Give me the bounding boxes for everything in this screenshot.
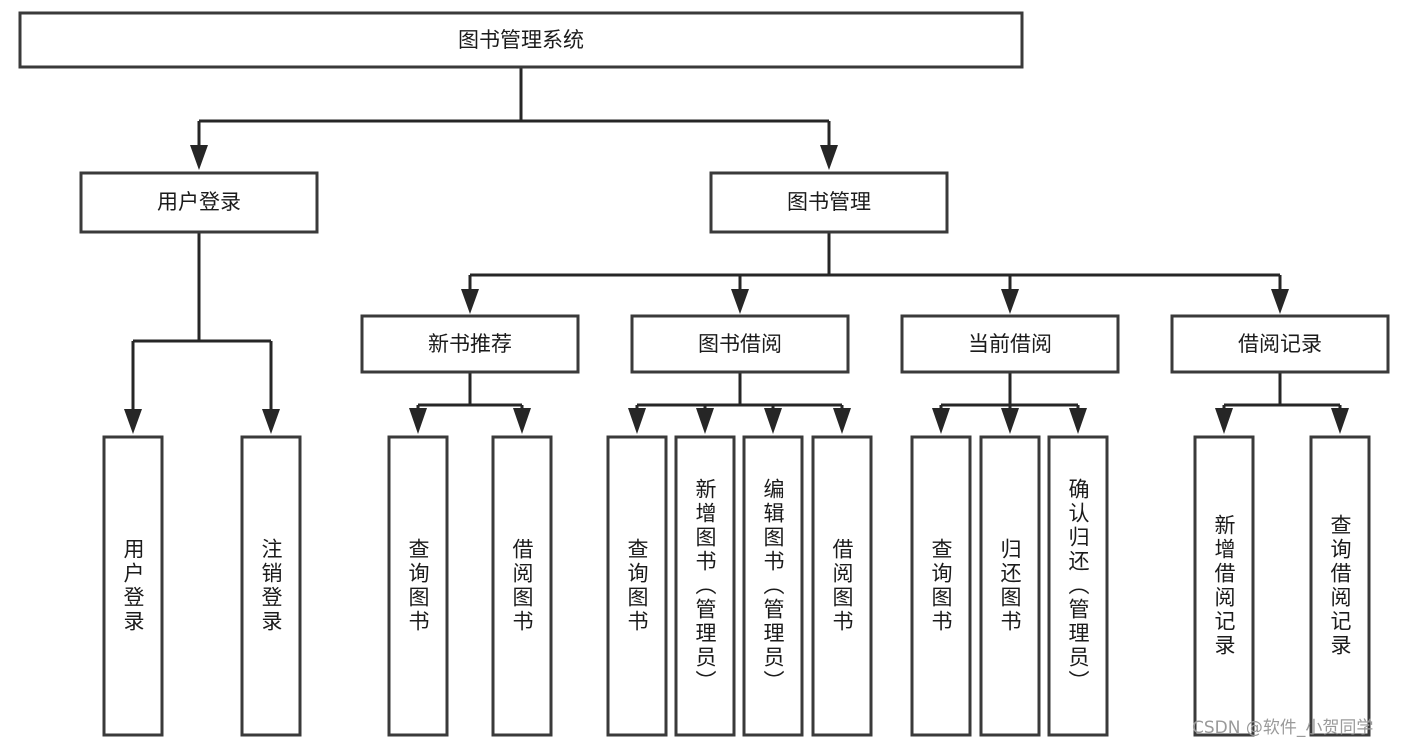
node-leaf-query-book-rec-box[interactable]: [387, 435, 449, 737]
node-leaf-user-login-box[interactable]: [102, 435, 164, 737]
node-book-borrow-box[interactable]: [630, 314, 850, 374]
arrowhead-bb-leaf2: [696, 408, 714, 434]
node-leaf-query-book-cur-label: 查询图书: [929, 538, 953, 634]
node-leaf-confirm-return[interactable]: 确认归还（管理员）: [1047, 435, 1109, 737]
node-book-manage-box[interactable]: [709, 171, 949, 234]
arrowhead-root-to-bookmanage: [820, 145, 838, 170]
node-current-borrow-label: 当前借阅: [968, 332, 1052, 356]
connector-group-bookborrow: [628, 372, 851, 434]
arrowhead-bb-leaf4: [833, 408, 851, 434]
node-leaf-query-record-box[interactable]: [1309, 435, 1371, 737]
arrowhead-nbr-leaf2: [513, 408, 531, 434]
node-current-borrow-box[interactable]: [900, 314, 1120, 374]
arrowhead-root-to-userlogin: [190, 145, 208, 170]
node-current-borrow[interactable]: 当前借阅: [900, 314, 1120, 374]
arrowhead-userlogin-leaf2: [262, 409, 280, 434]
node-leaf-return-book-label: 归还图书: [998, 538, 1022, 634]
arrowhead-cb-leaf1: [932, 408, 950, 434]
connector-group-currentborrow: [932, 372, 1087, 434]
node-leaf-borrow-book-rec[interactable]: 借阅图书: [491, 435, 553, 737]
node-leaf-borrow-book-rec-box[interactable]: [491, 435, 553, 737]
node-borrow-record-label: 借阅记录: [1238, 332, 1322, 356]
node-leaf-user-logout[interactable]: 注销登录: [240, 435, 302, 737]
node-leaf-borrow-book[interactable]: 借阅图书: [811, 435, 873, 737]
node-leaf-user-login[interactable]: 用户登录: [102, 435, 164, 737]
node-root[interactable]: 图书管理系统: [18, 11, 1024, 69]
arrowhead-cb-leaf2: [1001, 408, 1019, 434]
connector-group-bookmanage: [461, 232, 1289, 314]
node-leaf-query-book-rec-label: 查询图书: [406, 538, 430, 634]
arrowhead-br-leaf2: [1331, 408, 1349, 434]
node-book-borrow[interactable]: 图书借阅: [630, 314, 850, 374]
node-leaf-query-book-borrow[interactable]: 查询图书: [606, 435, 668, 737]
arrowhead-bb-leaf3: [764, 408, 782, 434]
node-leaf-query-book-borrow-box[interactable]: [606, 435, 668, 737]
node-leaf-return-book[interactable]: 归还图书: [979, 435, 1041, 737]
node-borrow-record[interactable]: 借阅记录: [1170, 314, 1390, 374]
node-leaf-add-book[interactable]: 新增图书（管理员）: [674, 435, 736, 737]
node-leaf-add-record[interactable]: 新增借阅记录: [1193, 435, 1255, 737]
connector-group-newbookrec: [409, 372, 531, 434]
node-leaf-edit-book-box[interactable]: [742, 435, 804, 737]
arrowhead-br-leaf1: [1215, 408, 1233, 434]
node-leaf-query-record-label: 查询借阅记录: [1328, 514, 1352, 658]
node-new-book-rec-box[interactable]: [360, 314, 580, 374]
node-leaf-query-book-cur[interactable]: 查询图书: [910, 435, 972, 737]
connector-group-userlogin: [124, 232, 280, 434]
node-book-borrow-label: 图书借阅: [698, 332, 782, 356]
connector-group-root: [190, 67, 838, 170]
arrowhead-cb-leaf3: [1069, 408, 1087, 434]
arrowhead-bm-bookborrow: [731, 289, 749, 314]
node-leaf-edit-book-label: 编辑图书（管理员）: [761, 478, 785, 694]
node-leaf-query-book-cur-box[interactable]: [910, 435, 972, 737]
node-leaf-confirm-return-box[interactable]: [1047, 435, 1109, 737]
node-leaf-borrow-book-rec-label: 借阅图书: [510, 538, 534, 634]
node-leaf-add-book-label: 新增图书（管理员）: [693, 478, 717, 694]
node-leaf-borrow-book-label: 借阅图书: [830, 538, 854, 634]
node-leaf-confirm-return-label: 确认归还（管理员）: [1066, 478, 1090, 694]
node-leaf-user-logout-label: 注销登录: [259, 538, 283, 634]
node-book-manage[interactable]: 图书管理: [709, 171, 949, 234]
node-user-login[interactable]: 用户登录: [79, 171, 319, 234]
connector-group-borrowrecord: [1215, 372, 1349, 434]
node-leaf-add-record-box[interactable]: [1193, 435, 1255, 737]
node-leaf-query-book-rec[interactable]: 查询图书: [387, 435, 449, 737]
node-leaf-return-book-box[interactable]: [979, 435, 1041, 737]
node-new-book-rec-label: 新书推荐: [428, 332, 512, 356]
node-leaf-query-book-borrow-label: 查询图书: [625, 538, 649, 634]
arrowhead-nbr-leaf1: [409, 408, 427, 434]
node-leaf-user-login-label: 用户登录: [121, 538, 145, 634]
node-leaf-add-book-box[interactable]: [674, 435, 736, 737]
node-book-manage-label: 图书管理: [787, 190, 871, 214]
node-new-book-rec[interactable]: 新书推荐: [360, 314, 580, 374]
node-root-box[interactable]: [18, 11, 1024, 69]
node-root-label: 图书管理系统: [458, 28, 584, 52]
node-leaf-user-logout-box[interactable]: [240, 435, 302, 737]
node-leaf-edit-book[interactable]: 编辑图书（管理员）: [742, 435, 804, 737]
arrowhead-bm-newbook: [461, 289, 479, 314]
node-leaf-borrow-book-box[interactable]: [811, 435, 873, 737]
node-leaf-add-record-label: 新增借阅记录: [1212, 514, 1236, 658]
node-user-login-label: 用户登录: [157, 190, 241, 214]
node-user-login-box[interactable]: [79, 171, 319, 234]
arrowhead-bm-borrowrecord: [1271, 289, 1289, 314]
arrowhead-bm-currentborrow: [1001, 289, 1019, 314]
arrowhead-bb-leaf1: [628, 408, 646, 434]
node-leaf-query-record[interactable]: 查询借阅记录: [1309, 435, 1371, 737]
node-borrow-record-box[interactable]: [1170, 314, 1390, 374]
arrowhead-userlogin-leaf1: [124, 409, 142, 434]
